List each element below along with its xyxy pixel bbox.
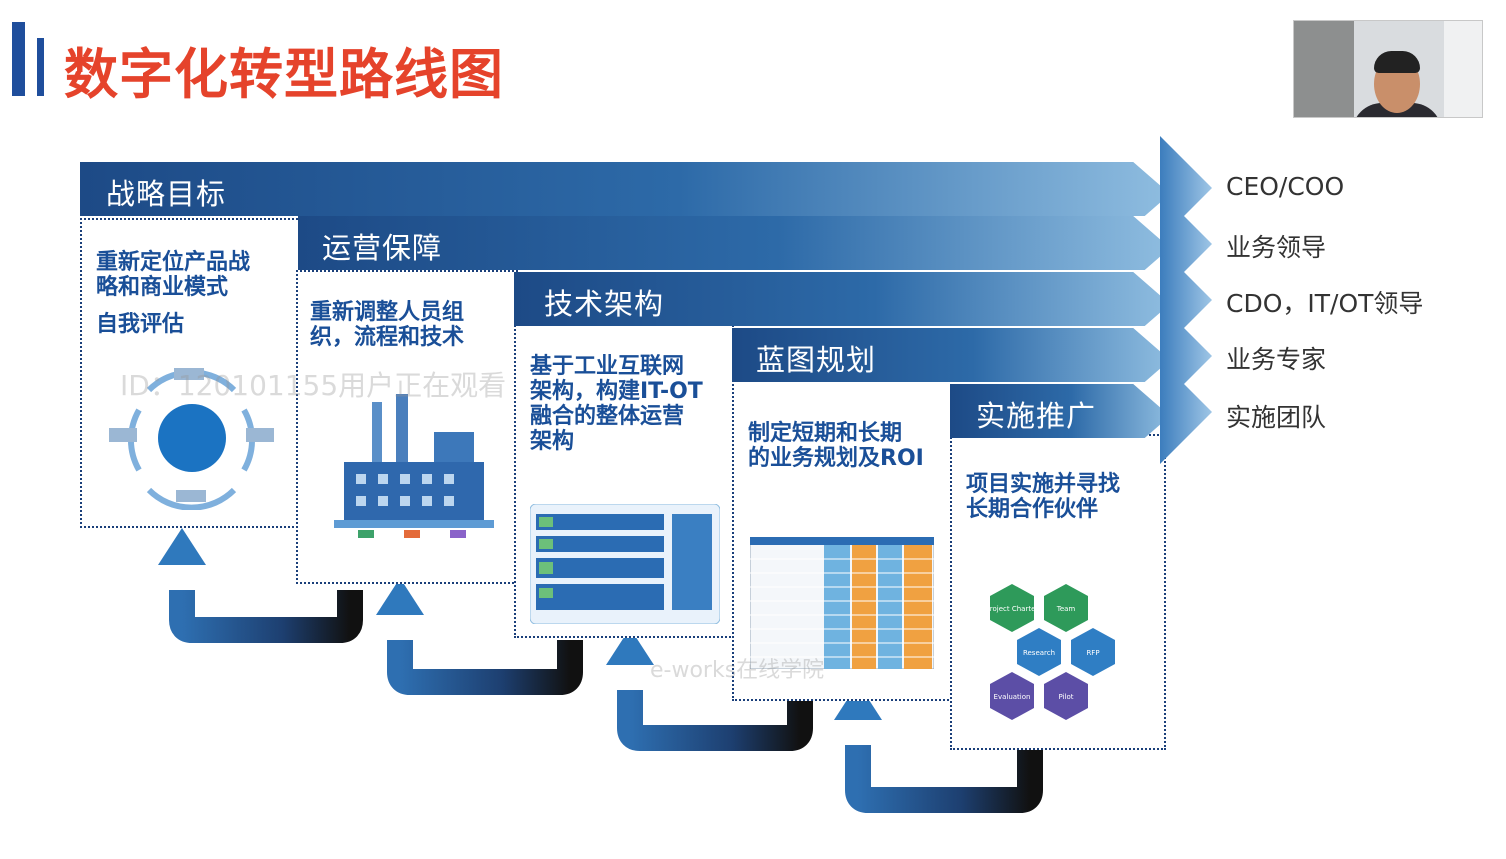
hex-label: Project Charter bbox=[986, 605, 1039, 613]
hex-label: Pilot bbox=[1059, 693, 1074, 701]
stage-desc-line: 重新调整人员组 bbox=[310, 300, 465, 325]
stage-band-label: 实施推广 bbox=[976, 399, 1097, 433]
stage-desc-line: 织，流程和技术 bbox=[310, 325, 465, 350]
stage-desc-line: 制定短期和长期 bbox=[748, 421, 903, 446]
stage-band-strategy: 战略目标 bbox=[80, 162, 1170, 216]
stage-panel-strategy: 重新定位产品战 略和商业模式 自我评估 bbox=[80, 218, 302, 528]
stage-band-label: 蓝图规划 bbox=[756, 343, 877, 377]
stage-band-architecture: 技术架构 bbox=[514, 272, 1170, 326]
factory-illustration-icon bbox=[334, 394, 494, 538]
stage-desc-line: 基于工业互联网 bbox=[530, 354, 685, 379]
stage-desc-line: 重新定位产品战 bbox=[96, 250, 251, 275]
stage-desc-line: 融合的整体运营 bbox=[530, 404, 685, 429]
stage-desc-line: 的业务规划及ROI bbox=[748, 446, 924, 471]
stage-panel-implementation: 项目实施并寻找 长期合作伙伴 Project Charter Team Rese… bbox=[950, 434, 1166, 750]
stage-band-label: 技术架构 bbox=[544, 287, 665, 321]
hex-label: Team bbox=[1056, 605, 1076, 613]
stage-desc-extra: 自我评估 bbox=[96, 312, 185, 337]
stage-owner-label: CEO/COO bbox=[1226, 172, 1345, 201]
stage-desc-line: 长期合作伙伴 bbox=[966, 497, 1099, 522]
stage-owner-label: CDO，IT/OT领导 bbox=[1226, 289, 1424, 318]
stage-panel-architecture: 基于工业互联网 架构，构建IT-OT 融合的整体运营 架构 bbox=[514, 322, 734, 638]
webcam-video-thumbnail[interactable] bbox=[1293, 20, 1483, 118]
stage-panel-operations: 重新调整人员组 织，流程和技术 bbox=[296, 270, 518, 584]
stage-band-label: 运营保障 bbox=[322, 231, 443, 265]
stage-desc-line: 架构，构建IT-OT bbox=[530, 379, 703, 404]
site-watermark: e-works在线学院 bbox=[650, 658, 825, 683]
stage-desc-line: 架构 bbox=[530, 429, 575, 454]
hex-label: Research bbox=[1023, 649, 1055, 657]
roi-plan-table-icon bbox=[750, 537, 934, 669]
stage-band-implementation: 实施推广 bbox=[950, 384, 1170, 438]
stage-band-operations: 运营保障 bbox=[298, 216, 1170, 270]
stage-owner-label: 业务领导 bbox=[1226, 233, 1327, 262]
title-accent-bar-small bbox=[37, 38, 44, 96]
hex-label: RFP bbox=[1086, 649, 1099, 657]
business-model-cycle-icon bbox=[109, 368, 274, 510]
stage-band-label: 战略目标 bbox=[106, 177, 227, 211]
title-accent-bar bbox=[12, 22, 25, 96]
stage-owner-label: 实施团队 bbox=[1226, 403, 1327, 432]
project-phases-hexagon-icon: Project Charter Team Research RFP Evalua… bbox=[986, 584, 1115, 720]
stage-owner-label: 业务专家 bbox=[1226, 345, 1327, 374]
page-title: 数字化转型路线图 bbox=[64, 43, 504, 106]
hex-label: Evaluation bbox=[994, 693, 1031, 701]
it-ot-architecture-diagram-icon bbox=[530, 504, 720, 624]
stage-band-blueprint: 蓝图规划 bbox=[732, 328, 1170, 382]
stage-desc-line: 略和商业模式 bbox=[96, 275, 229, 300]
viewer-id-watermark: ID：120101155用户正在观看 bbox=[120, 369, 507, 402]
stage-desc-line: 项目实施并寻找 bbox=[966, 472, 1121, 497]
